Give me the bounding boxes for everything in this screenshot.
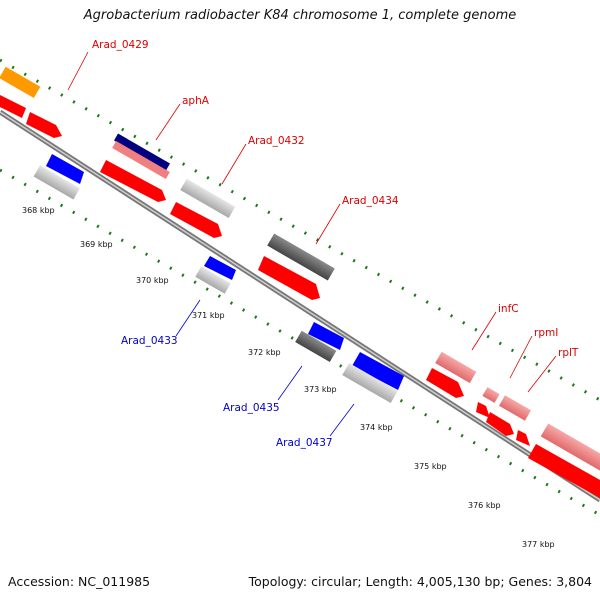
red-gene-arrow <box>100 160 166 202</box>
tick-label: 372 kbp <box>248 348 281 357</box>
tick-label: 375 kbp <box>414 462 447 471</box>
gene-label: rpmI <box>534 327 558 339</box>
blue-gene-arrow <box>204 256 236 280</box>
topology-text: Topology: circular; Length: 4,005,130 bp… <box>248 574 592 589</box>
gray-feature <box>180 178 236 219</box>
blue-gene-arrow <box>308 322 344 350</box>
salmon-feature <box>499 395 531 421</box>
red-gene-arrow <box>516 430 530 446</box>
red-gene-arrow <box>528 444 600 498</box>
red-gene-arrow <box>26 112 62 138</box>
gene-label: aphA <box>182 95 210 107</box>
gene-label: Arad_0432 <box>248 135 305 147</box>
outer-tick-track <box>0 58 600 402</box>
red-gene-arrow <box>170 202 222 238</box>
red-gene-arrow <box>476 402 490 418</box>
gene-label: Arad_0433 <box>121 335 178 347</box>
blue-gene-arrow <box>46 154 84 184</box>
gene-label: Arad_0435 <box>223 402 280 414</box>
tick-label: 377 kbp <box>522 540 555 549</box>
salmon-feature <box>435 351 477 384</box>
feature-blocks <box>0 66 600 498</box>
salmon-feature <box>112 141 170 179</box>
gray-feature <box>195 266 231 294</box>
red-gene-arrow <box>0 95 26 118</box>
tick-label: 376 kbp <box>468 501 501 510</box>
gene-label: rplT <box>558 347 579 359</box>
red-gene-arrow <box>426 368 464 398</box>
tick-label: 370 kbp <box>136 276 169 285</box>
gray-feature <box>33 165 80 200</box>
tick-label: 373 kbp <box>304 385 337 394</box>
tick-labels: 368 kbp 369 kbp 370 kbp 371 kbp 372 kbp … <box>22 206 555 549</box>
tick-label: 369 kbp <box>80 240 113 249</box>
blue-gene-arrow <box>352 352 404 390</box>
orange-feature <box>0 66 41 99</box>
gene-label: Arad_0434 <box>342 195 399 207</box>
gene-label: Arad_0437 <box>276 437 333 449</box>
tick-label: 368 kbp <box>22 206 55 215</box>
genome-backbone <box>0 109 600 503</box>
gene-label: infC <box>498 303 519 315</box>
tick-label: 371 kbp <box>192 311 225 320</box>
gene-label: Arad_0429 <box>92 39 149 51</box>
gray-feature <box>342 362 398 404</box>
accession-text: Accession: NC_011985 <box>8 574 151 589</box>
gene-labels: Arad_0429 aphA Arad_0432 Arad_0434 infC … <box>67 39 579 449</box>
red-gene-arrow <box>486 412 514 436</box>
red-gene-arrow <box>258 256 320 300</box>
dark-gray-feature <box>295 330 337 363</box>
salmon-feature <box>540 423 600 472</box>
tick-label: 374 kbp <box>360 423 393 432</box>
map-title: Agrobacterium radiobacter K84 chromosome… <box>83 8 517 23</box>
salmon-feature <box>482 387 500 403</box>
navy-feature <box>114 133 170 171</box>
dark-gray-feature <box>267 233 335 281</box>
